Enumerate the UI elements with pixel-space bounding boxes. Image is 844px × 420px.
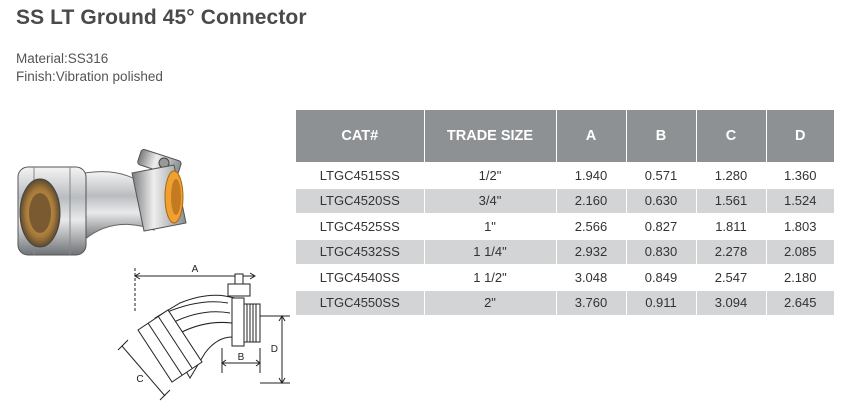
cell-cat: LTGC4532SS: [296, 238, 424, 265]
finish-spec: Finish:Vibration polished: [16, 69, 163, 84]
dimensions-table: CAT# TRADE SIZE A B C D LTGC4515SS 1/2" …: [296, 110, 834, 315]
cell-a: 3.048: [555, 264, 626, 290]
table-row: LTGC4540SS 1 1/2" 3.048 0.849 2.547 2.18…: [296, 264, 834, 290]
cell-c: 2.547: [695, 264, 766, 290]
cell-trade-size: 2": [423, 289, 556, 315]
product-photo: [17, 148, 187, 256]
cell-a: 2.932: [555, 238, 626, 265]
table-row: LTGC4550SS 2" 3.760 0.911 3.094 2.645: [296, 289, 834, 315]
cell-trade-size: 1 1/4": [423, 238, 556, 265]
table-row: LTGC4525SS 1" 2.566 0.827 1.811 1.803: [296, 213, 834, 239]
cell-d: 1.803: [765, 213, 834, 239]
cell-cat: LTGC4550SS: [296, 289, 424, 315]
cell-a: 2.160: [555, 187, 626, 214]
cell-a: 2.566: [555, 213, 626, 239]
table-header-row: CAT# TRADE SIZE A B C D: [296, 110, 834, 163]
cell-c: 1.280: [695, 162, 766, 188]
cell-b: 0.571: [625, 162, 696, 188]
cell-b: 0.830: [625, 238, 696, 265]
cell-d: 1.524: [765, 187, 834, 214]
dim-label-d: D: [271, 344, 278, 355]
cell-c: 2.278: [695, 238, 766, 265]
cell-a: 1.940: [555, 162, 626, 188]
cell-cat: LTGC4520SS: [296, 187, 424, 214]
header-d: D: [765, 110, 834, 163]
cell-a: 3.760: [555, 289, 626, 315]
cell-b: 0.630: [625, 187, 696, 214]
dimension-drawing: A B C D: [117, 264, 290, 401]
cell-b: 0.911: [625, 289, 696, 315]
cell-trade-size: 3/4": [423, 187, 556, 214]
cell-d: 1.360: [765, 162, 834, 188]
cell-cat: LTGC4525SS: [296, 213, 424, 239]
cell-c: 3.094: [695, 289, 766, 315]
cell-d: 2.085: [765, 238, 834, 265]
table-row: LTGC4515SS 1/2" 1.940 0.571 1.280 1.360: [296, 162, 834, 188]
header-trade-size: TRADE SIZE: [423, 110, 556, 163]
cell-trade-size: 1 1/2": [423, 264, 556, 290]
cell-d: 2.180: [765, 264, 834, 290]
header-cat: CAT#: [296, 110, 424, 163]
cell-c: 1.561: [695, 187, 766, 214]
header-a: A: [555, 110, 626, 163]
header-b: B: [625, 110, 696, 163]
cell-trade-size: 1": [423, 213, 556, 239]
cell-cat: LTGC4515SS: [296, 162, 424, 188]
cell-b: 0.827: [625, 213, 696, 239]
table-row: LTGC4532SS 1 1/4" 2.932 0.830 2.278 2.08…: [296, 238, 834, 265]
cell-d: 2.645: [765, 289, 834, 315]
cell-cat: LTGC4540SS: [296, 264, 424, 290]
cell-c: 1.811: [695, 213, 766, 239]
material-spec: Material:SS316: [16, 51, 109, 66]
page-title: SS LT Ground 45° Connector: [16, 6, 307, 29]
cell-b: 0.849: [625, 264, 696, 290]
header-c: C: [695, 110, 766, 163]
dim-label-c: C: [136, 374, 143, 385]
dim-label-b: B: [238, 352, 245, 363]
cell-trade-size: 1/2": [423, 162, 556, 188]
table-row: LTGC4520SS 3/4" 2.160 0.630 1.561 1.524: [296, 187, 834, 214]
dim-label-a: A: [192, 264, 199, 275]
